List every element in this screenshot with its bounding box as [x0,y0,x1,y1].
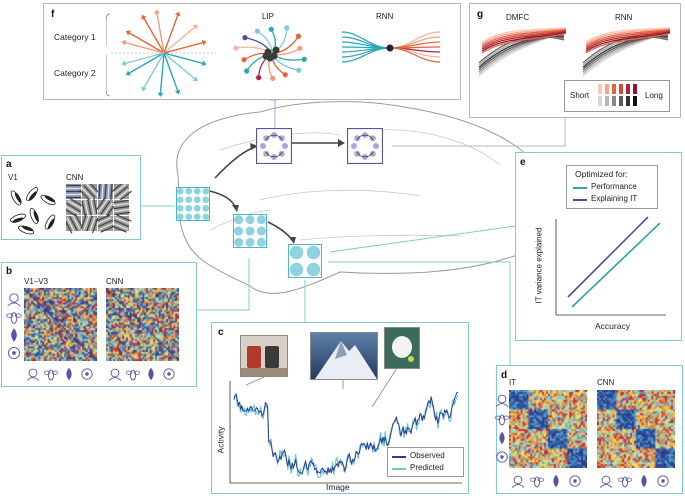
d-row-icons [494,390,510,468]
c-legend: Observed Predicted [387,447,464,477]
explaining-it-label: Explaining IT [591,194,638,203]
it-region-grid [288,244,322,278]
panel-d: d IT CNN [494,365,683,494]
dog-photo [384,327,420,369]
rnn-trajectories [582,27,671,77]
cnn-d-title: CNN [597,378,615,387]
cnn-b-rdm [106,288,179,361]
short-label: Short [570,91,590,100]
it-rdm [509,390,587,468]
accuracy-xlabel: Accuracy [595,321,630,331]
activity-ylabel: Activity [215,426,226,454]
panel-a: a V1 CNN [1,155,141,240]
rnn-g-title: RNN [615,13,633,22]
cnn-a-title: CNN [66,173,84,182]
performance-label: Performance [591,182,637,191]
b-row-icons [6,290,22,362]
predicted-label: Predicted [410,463,444,472]
panel-a-label: a [6,159,12,170]
chairs-photo [240,335,288,377]
rnn-population-diagram [341,31,441,63]
panel-f-label: f [51,9,55,20]
v1-region-grid [176,187,210,221]
activity-chart [229,367,462,484]
e-legend: Optimized for: Performance Explaining IT [566,165,658,209]
cnn-d-rdm [597,390,675,468]
panel-e-label: e [520,157,526,168]
lip-population-diagram [233,25,307,81]
it-title: IT [509,378,517,387]
v1-receptive-fields [10,187,56,235]
rnn-f-title: RNN [376,12,394,21]
dmfc-title: DMFC [506,13,530,22]
accuracy-chart [555,216,666,316]
v4-region-grid [233,214,267,248]
it-variance-ylabel: IT variance explained [534,227,544,304]
long-label: Long [645,91,663,100]
cnn-b-title: CNN [106,277,124,286]
lip-title: LIP [262,12,275,21]
observed-label: Observed [410,451,445,460]
mountain-photo [310,332,378,380]
panel-f: f Category 1 Category 2 LIP RNN [43,3,461,100]
category-2-label: Category 2 [54,68,96,78]
rnn-region-node [347,128,383,164]
v1-title: V1 [8,173,18,182]
category-1-label: Category 1 [54,32,96,42]
panel-b: b V1–V3 CNN [1,262,197,387]
e-legend-title: Optimized for: [575,169,628,179]
v1-v3-rdm [24,288,97,361]
v1-v3-title: V1–V3 [24,277,49,286]
b-col-icons [24,366,184,382]
category-direction-fan [106,9,216,97]
panel-e: e Optimized for: Performance Explaining … [515,152,682,341]
d-col-icons [509,473,679,489]
dmfc-trajectories [478,27,567,77]
panel-d-label: d [501,370,508,381]
panel-c-label: c [218,327,224,338]
panel-b-label: b [6,266,13,277]
cnn-filters-grid [66,184,132,234]
interval-legend: Short Long [564,80,670,112]
lip-region-node [256,128,292,164]
panel-g-label: g [477,9,484,20]
panel-c: c Activity Image Observed Predicted [211,322,469,494]
image-xlabel: Image [326,482,350,492]
panel-g: g DMFC RNN Short Long [469,3,681,118]
